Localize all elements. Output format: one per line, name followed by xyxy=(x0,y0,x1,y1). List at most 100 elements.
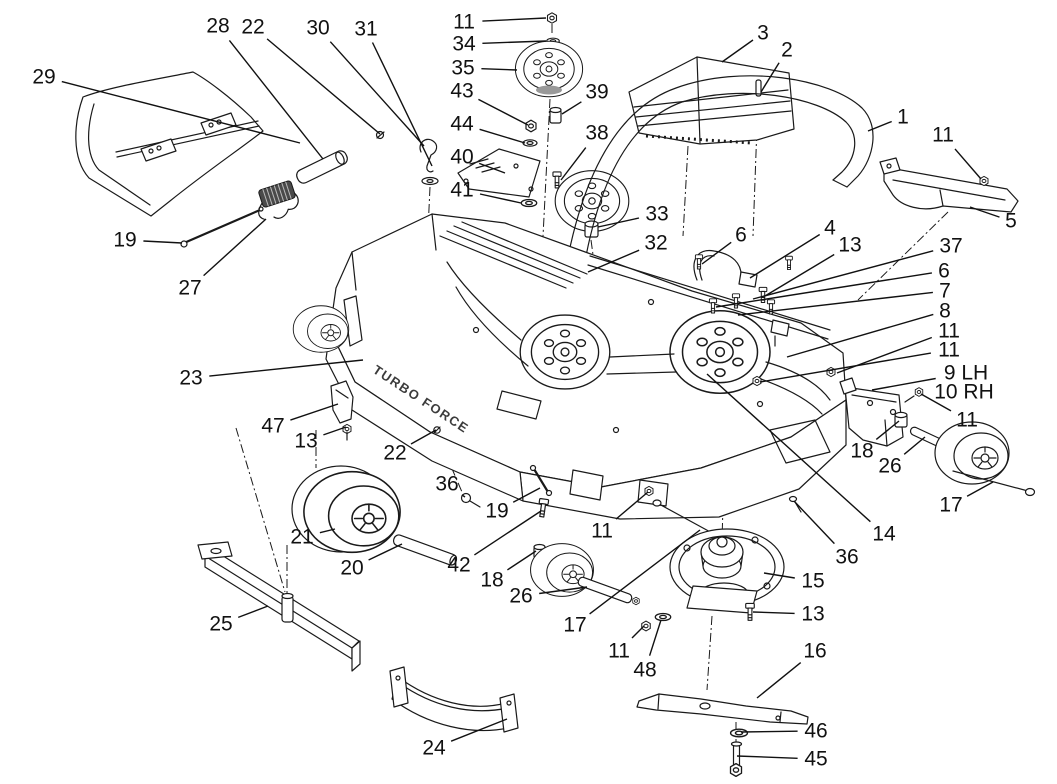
leader-line-11-17 xyxy=(954,148,982,180)
leader-line-13-55 xyxy=(752,611,795,615)
callout-6-25: 6 xyxy=(938,260,950,283)
callout-42-46: 42 xyxy=(447,554,470,577)
part-16-blade xyxy=(636,693,809,725)
callout-48-53: 48 xyxy=(633,659,656,682)
callout-25-51: 25 xyxy=(209,613,232,636)
callout-11-28: 11 xyxy=(938,320,960,343)
leader-line-39-12 xyxy=(561,101,582,115)
callout-6-21: 6 xyxy=(735,224,747,247)
leader-line-3-14 xyxy=(721,39,754,63)
leader-line-24-59 xyxy=(450,718,508,742)
callout-8-27: 8 xyxy=(939,300,951,323)
leader-line-28-1 xyxy=(228,39,324,160)
leader-line-11-52 xyxy=(631,625,645,639)
callout-13-55: 13 xyxy=(801,603,824,626)
part-31-latch-hook xyxy=(419,138,439,186)
leader-line-5-18 xyxy=(969,206,1000,218)
callout-16-56: 16 xyxy=(803,640,826,663)
callout-13-23: 13 xyxy=(838,234,861,257)
callout-28-1: 28 xyxy=(206,15,229,38)
callout-41-11: 41 xyxy=(450,179,473,202)
callout-3-14: 3 xyxy=(757,22,769,45)
callout-7-26: 7 xyxy=(939,280,951,303)
callout-9 LH-30: 9 LH xyxy=(944,362,988,385)
callout-31-4: 31 xyxy=(354,18,377,41)
part-33-pulley-assembly xyxy=(554,170,630,238)
leader-line-13-23 xyxy=(764,253,835,297)
callout-33-19: 33 xyxy=(645,203,668,226)
callout-27-37: 27 xyxy=(178,277,201,300)
part-19-rod-upper xyxy=(180,206,264,248)
leader-line-41-11 xyxy=(479,193,522,204)
part-28-roller xyxy=(296,150,348,184)
leader-line-1-16 xyxy=(867,120,892,132)
leader-line-7-26 xyxy=(737,291,933,316)
part-6-bolt xyxy=(694,254,704,270)
callout-15-54: 15 xyxy=(801,570,824,593)
part-25-rail xyxy=(197,541,361,672)
part-4-bracket xyxy=(738,271,758,288)
part-29-shield xyxy=(75,71,264,217)
callout-10 RH-31: 10 RH xyxy=(934,381,994,404)
leader-line-20-45 xyxy=(368,543,403,561)
leader-line-32-20 xyxy=(587,249,640,273)
callout-11-49: 11 xyxy=(591,520,613,543)
part-17-bolt-mid xyxy=(658,503,715,535)
leader-line-45-61 xyxy=(736,755,798,759)
leader-line-16-56 xyxy=(756,662,802,699)
callout-34-6: 34 xyxy=(452,33,476,56)
leader-line-17-35 xyxy=(966,481,994,497)
part-46-washer xyxy=(729,728,749,738)
part-21-wheel xyxy=(291,465,401,554)
leader-line-6-21 xyxy=(701,241,732,265)
callout-46-60: 46 xyxy=(804,720,827,743)
leader-line-8-27 xyxy=(786,313,934,358)
callout-22-41: 22 xyxy=(383,442,406,465)
callout-44-9: 44 xyxy=(450,113,474,136)
leader-line-36-57 xyxy=(793,500,835,545)
belt xyxy=(446,261,529,367)
callout-11-17: 11 xyxy=(932,124,954,147)
right-caster-assembly xyxy=(839,377,1036,497)
callout-26-34: 26 xyxy=(878,455,901,478)
callout-11-5: 11 xyxy=(453,11,475,34)
part-11-nut-right xyxy=(979,175,989,187)
leader-line-42-46 xyxy=(474,510,542,556)
part-24-baffle xyxy=(389,666,519,733)
callout-45-61: 45 xyxy=(804,748,827,771)
part-35-pulley-assembly xyxy=(457,12,584,208)
leader-line-31-4 xyxy=(371,42,433,167)
leader-line-35-7 xyxy=(481,68,518,71)
leader-line-11-49 xyxy=(615,491,649,520)
leader-line-14-58 xyxy=(706,373,871,523)
mid-caster-wheel xyxy=(530,543,594,597)
callout-39-12: 39 xyxy=(585,81,608,104)
part-5-bracket xyxy=(879,157,1019,213)
leader-line-26-48 xyxy=(539,586,588,595)
callout-11-29: 11 xyxy=(938,339,960,362)
leader-line-11-32 xyxy=(920,393,952,412)
callout-20-45: 20 xyxy=(340,557,363,580)
part-43-nut xyxy=(525,119,537,133)
callout-17-35: 17 xyxy=(939,494,962,517)
center-hardware xyxy=(460,464,802,606)
deck-spindle-pulley-left xyxy=(519,314,611,390)
leader-line-23-38 xyxy=(209,359,364,377)
callout-4-22: 4 xyxy=(824,217,836,240)
leader-line-26-34 xyxy=(903,436,926,455)
callout-22-2: 22 xyxy=(241,16,264,39)
part-42-bolt xyxy=(536,497,550,518)
callout-47-39: 47 xyxy=(261,415,284,438)
callout-5-18: 5 xyxy=(1005,210,1017,233)
part-48-washer xyxy=(654,612,672,622)
part-27-spring xyxy=(258,180,299,220)
leader-line-18-47 xyxy=(507,550,537,571)
callout-24-59: 24 xyxy=(422,737,446,760)
leader-line-11-5 xyxy=(482,17,547,22)
callout-11-52: 11 xyxy=(608,640,630,663)
leader-line-9 LH-30 xyxy=(871,377,936,391)
part-6-strap xyxy=(693,249,742,281)
part-25-spacer xyxy=(281,595,294,623)
